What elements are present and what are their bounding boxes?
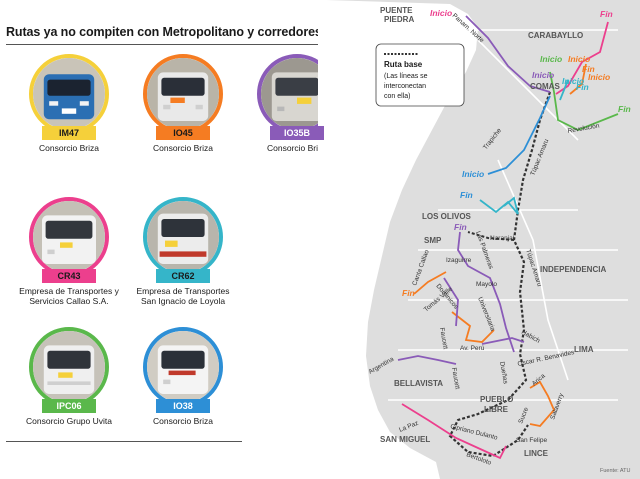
district-label: SMP (424, 236, 442, 245)
route-code: IO45 (156, 126, 210, 140)
route-card-ipc06: IPC06 Consorcio Grupo Uvita (14, 327, 124, 426)
district-label: CARABAYLLO (528, 31, 583, 40)
route-code: IO35B (270, 126, 324, 140)
district-label: LIBRE (484, 405, 509, 414)
street-label: Faucett (450, 367, 461, 390)
route-line-purple-north (465, 15, 551, 93)
bus-icon (33, 201, 105, 273)
district-label: BELLAVISTA (394, 379, 443, 388)
start-marker: Inicio (430, 8, 452, 18)
start-marker: Inicio (532, 70, 554, 80)
district-label: PUENTE (380, 6, 413, 15)
bus-photo (143, 54, 223, 134)
district-label: LINCE (524, 449, 549, 458)
street-label: Mayolo (476, 281, 497, 288)
company-name: Empresa de Transportes y Servicios Calla… (19, 286, 119, 306)
bus-icon (147, 58, 219, 130)
end-marker: Fin (618, 104, 631, 114)
route-card-cr62: CR62 Empresa de Transportes San Ignacio … (128, 197, 238, 306)
route-code: IM47 (42, 126, 96, 140)
route-map: PUENTE PIEDRA CARABAYLLO COMAS LOS OLIVO… (318, 0, 640, 479)
bus-photo (29, 54, 109, 134)
district-label: SAN MIGUEL (380, 435, 430, 444)
end-marker: Fin (582, 64, 595, 74)
title-divider (6, 44, 350, 45)
legend-box: Ruta base (Las líneas se interconectan c… (375, 43, 465, 107)
route-card-io38: IO38 Consorcio Briza (128, 327, 238, 426)
route-code: IPC06 (42, 399, 96, 413)
route-line-orange (413, 63, 587, 427)
route-line-purple-south (397, 231, 525, 365)
route-card-im47: IM47 Consorcio Briza (14, 54, 124, 153)
source-note: Fuente: ATU (600, 468, 630, 474)
district-label: PIEDRA (384, 15, 414, 24)
company-name: Consorcio Briza (153, 143, 213, 153)
legend-body: con ella) (384, 93, 410, 100)
start-marker: Inicio (462, 169, 484, 179)
route-line-blue-north (487, 95, 551, 175)
bus-photo (29, 197, 109, 277)
bus-photo (143, 197, 223, 277)
legend-title: Ruta base (384, 60, 423, 69)
street-label: Faucett (438, 327, 449, 350)
legend-body: interconectan (384, 83, 426, 90)
bus-icon (33, 58, 105, 130)
end-marker: Fin (600, 9, 613, 19)
start-marker: Inicio (540, 54, 562, 64)
base-route-branch (467, 231, 515, 241)
company-name: Consorcio Briza (267, 143, 327, 153)
route-line-teal (479, 79, 569, 215)
bus-icon (147, 331, 219, 403)
end-marker: Fin (402, 288, 415, 298)
street-label: Naranjal (490, 235, 515, 242)
district-label: INDEPENDENCIA (540, 265, 606, 274)
end-marker: Fin (460, 190, 473, 200)
bus-icon (33, 331, 105, 403)
street-label: Izaguirre (446, 257, 472, 264)
company-name: Consorcio Grupo Uvita (26, 416, 112, 426)
company-name: Consorcio Briza (39, 143, 99, 153)
bus-icon (147, 201, 219, 273)
company-name: Empresa de Transportes San Ignacio de Lo… (136, 286, 230, 306)
route-line-green (549, 71, 619, 131)
district-label: LIMA (574, 345, 594, 354)
end-marker: Fin (454, 222, 467, 232)
street-label: Dueñas (498, 361, 509, 385)
start-marker: Inicio (562, 76, 584, 86)
end-marker: Fin (576, 82, 589, 92)
bottom-divider (6, 441, 242, 442)
bus-photo (29, 327, 109, 407)
bus-photo (143, 327, 223, 407)
route-code: IO38 (156, 399, 210, 413)
district-label: PUEBLO (480, 395, 513, 404)
route-card-cr43: CR43 Empresa de Transportes y Servicios … (14, 197, 124, 306)
street-label: Av. Perú (460, 345, 485, 352)
district-label: LOS OLIVOS (422, 212, 472, 221)
street-label: San Felipe (516, 437, 547, 444)
start-marker: Inicio (568, 54, 590, 64)
base-route-line (448, 91, 552, 458)
start-marker: Inicio (588, 72, 610, 82)
route-card-io45: IO45 Consorcio Briza (128, 54, 238, 153)
district-label: COMAS (530, 82, 560, 91)
route-code: CR62 (156, 269, 210, 283)
company-name: Consorcio Briza (153, 416, 213, 426)
route-line-pink-south (401, 403, 507, 460)
route-code: CR43 (42, 269, 96, 283)
legend-body: (Las líneas se (384, 73, 428, 80)
page-title: Rutas ya no compiten con Metropolitano y… (6, 25, 322, 39)
